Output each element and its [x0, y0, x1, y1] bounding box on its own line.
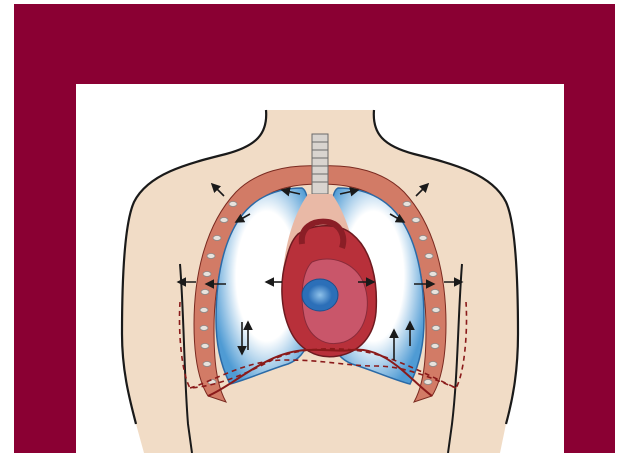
illustration-panel: [76, 84, 564, 453]
ventricle: [302, 279, 338, 311]
thorax-illustration: [76, 84, 564, 453]
trachea: [312, 134, 328, 194]
